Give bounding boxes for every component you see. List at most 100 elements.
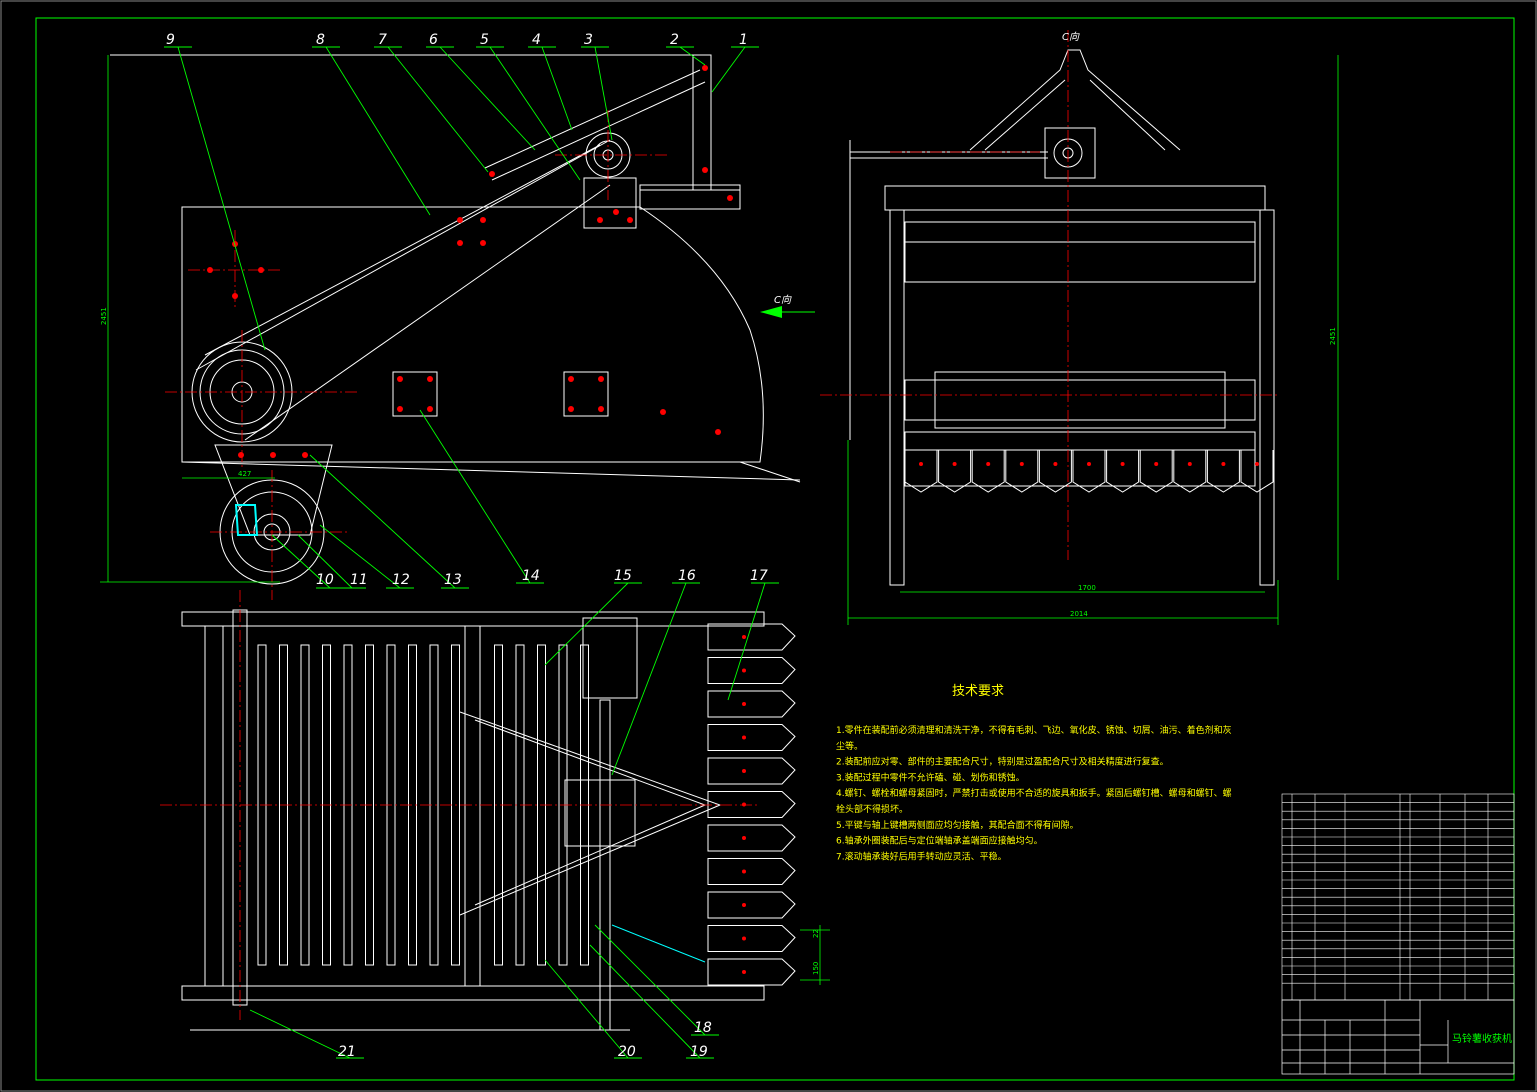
leader-line — [727, 582, 766, 701]
leader-line — [297, 534, 353, 589]
leader-line — [594, 924, 706, 1036]
c-view-tine — [938, 450, 972, 493]
callout-12: 12 — [392, 572, 410, 588]
leader-line — [589, 944, 701, 1059]
plan-tine-hole — [742, 668, 746, 673]
tech-line: 4.螺钉、螺栓和螺母紧固时，严禁打击或使用不合适的旋具和扳手。紧固后螺钉槽、螺母… — [836, 787, 1232, 799]
leader-line — [419, 409, 531, 584]
plan-tine — [707, 891, 796, 919]
tech-line: 7.滚动轴承装好后用手转动应灵活、平稳。 — [836, 850, 1007, 862]
wheel-highlight — [234, 504, 259, 536]
tine-hole — [1221, 462, 1226, 466]
plan-tine-hole — [742, 936, 746, 941]
callout-21: 21 — [338, 1044, 356, 1060]
plan-tine — [707, 858, 796, 885]
plan-tine-hole — [742, 970, 746, 974]
leader-line — [544, 959, 629, 1059]
c-view-dimensions — [847, 55, 1339, 625]
callout-10: 10 — [316, 572, 334, 588]
plan-tine-hole — [742, 702, 746, 706]
callout-4: 4 — [532, 32, 541, 48]
callout-18: 18 — [694, 1020, 712, 1036]
tech-line: 3.装配过程中零件不允许磕、碰、划伤和锈蚀。 — [836, 771, 1025, 783]
title-block-name: 马铃薯收获机 — [1452, 1032, 1512, 1045]
plan-tine-hole — [742, 836, 746, 840]
callout-14: 14 — [522, 568, 540, 584]
leader-line — [541, 46, 573, 131]
leader-line — [544, 582, 629, 666]
tine-hole — [1053, 462, 1058, 466]
plan-tine — [707, 623, 796, 651]
c-view-centerlines — [820, 30, 1280, 560]
c-view — [849, 49, 1275, 586]
dim-wheel-offset: 427 — [238, 470, 251, 478]
tine-hole — [1087, 462, 1091, 466]
callout-15: 15 — [614, 568, 632, 584]
callout-5: 5 — [480, 32, 489, 48]
title-block — [1281, 999, 1515, 1075]
callout-7: 7 — [378, 32, 387, 48]
tech-line: 1.零件在装配前必须清理和清洗干净，不得有毛刺、飞边、氧化皮、锈蚀、切屑、油污、… — [836, 724, 1232, 736]
tine-hole — [986, 462, 991, 466]
plan-tine-hole — [742, 903, 746, 907]
tech-line: 尘等。 — [836, 740, 863, 752]
side-view-dimensions — [100, 55, 280, 583]
plan-tine-hole — [742, 635, 746, 639]
callout-leaders — [164, 46, 779, 1059]
c-arrow — [760, 306, 815, 318]
callout-16: 16 — [678, 568, 696, 584]
callout-2: 2 — [670, 32, 679, 48]
c-view-tine — [904, 450, 938, 493]
tine-hole — [952, 462, 957, 466]
plan-tine-hole — [742, 735, 746, 740]
leader-line — [711, 46, 746, 93]
tech-line: 2.装配前应对零、部件的主要配合尺寸，特别是过盈配合尺寸及相关精度进行复查。 — [836, 756, 1169, 768]
callout-6: 6 — [429, 32, 438, 48]
c-view-tine — [1139, 450, 1173, 493]
side-view-centerlines — [165, 110, 670, 600]
callout-13: 13 — [444, 572, 462, 588]
plan-tine — [707, 724, 796, 751]
callout-3: 3 — [584, 32, 593, 48]
c-view-tine — [1240, 450, 1274, 493]
leader-line — [611, 582, 687, 776]
plan-tine-hole — [742, 769, 746, 773]
dim-small-a: 22 — [812, 929, 820, 938]
tech-line: 栓头部不得损坏。 — [836, 803, 908, 815]
dim-width-inner: 1700 — [1078, 584, 1096, 592]
tine-hole — [1120, 462, 1125, 466]
plan-tine-hole — [742, 869, 746, 874]
c-view-tine — [1005, 450, 1039, 493]
leader-line — [309, 454, 456, 589]
tine-hole — [1154, 462, 1159, 466]
callout-20: 20 — [618, 1044, 636, 1060]
dim-height-left: 2451 — [100, 307, 108, 325]
leader-line — [249, 1009, 351, 1059]
leader-line — [271, 534, 331, 589]
plan-tine — [707, 791, 796, 818]
tech-requirements: 1.零件在装配前必须清理和清洗干净，不得有毛刺、飞边、氧化皮、锈蚀、切屑、油污、… — [836, 724, 1232, 862]
dim-width-outer: 2014 — [1070, 610, 1088, 618]
plan-tine — [707, 958, 796, 986]
tine-hole — [919, 462, 923, 466]
c-view-tine — [1173, 450, 1207, 493]
c-view-tine — [1038, 450, 1072, 493]
leader-line — [319, 524, 401, 589]
leader-line — [387, 46, 489, 173]
leader-line — [439, 46, 536, 151]
dim-height-right: 2451 — [1329, 327, 1337, 345]
callout-8: 8 — [316, 32, 325, 48]
plan-dimensions — [800, 925, 830, 985]
leader-line — [594, 46, 613, 141]
c-view-tines — [904, 450, 1274, 493]
c-view-tine — [1106, 450, 1140, 493]
plan-tine — [707, 757, 796, 785]
tech-title: 技术要求 — [952, 684, 1004, 699]
leader-line — [679, 46, 706, 66]
plan-highlight-line — [611, 924, 706, 963]
c-view-tine — [1072, 450, 1106, 493]
side-view — [110, 54, 801, 585]
